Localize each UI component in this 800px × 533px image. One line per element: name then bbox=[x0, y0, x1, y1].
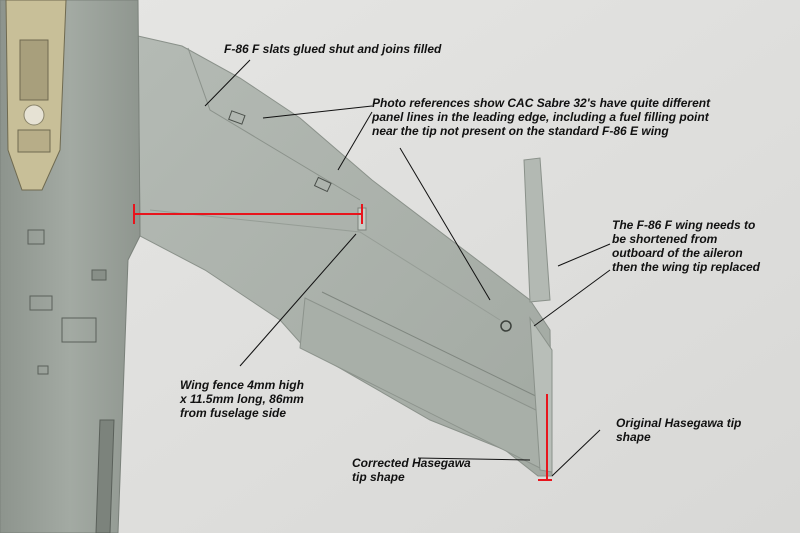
aileron-line bbox=[321, 291, 549, 403]
access-hatch-2 bbox=[29, 295, 53, 311]
access-hatch-3 bbox=[61, 317, 97, 343]
note-corrected-tip: Corrected Hasegawa tip shape bbox=[352, 456, 471, 484]
panel-line bbox=[149, 209, 501, 321]
measurement-marks bbox=[133, 204, 552, 481]
note-slats: F-86 F slats glued shut and joins filled bbox=[224, 42, 442, 56]
fuel-access-panel bbox=[228, 110, 246, 125]
leader-panels-3 bbox=[399, 147, 491, 301]
removed-wing-tip-piece bbox=[523, 157, 551, 303]
fuel-filler-point bbox=[500, 320, 512, 332]
leader-slats bbox=[204, 59, 251, 107]
vent-grille bbox=[91, 269, 107, 281]
cockpit-detail bbox=[19, 39, 49, 101]
leader-shorten-1 bbox=[557, 243, 611, 267]
wheel-well bbox=[95, 419, 115, 533]
slat-join-line bbox=[187, 47, 361, 201]
leader-lines bbox=[204, 59, 611, 477]
leader-shorten-2 bbox=[533, 269, 611, 327]
note-shorten-wing: The F-86 F wing needs to be shortened fr… bbox=[612, 218, 761, 274]
note-photo-references: Photo references show CAC Sabre 32's hav… bbox=[372, 96, 711, 138]
wing bbox=[137, 35, 553, 477]
note-wing-fence: Wing fence 4mm high x 11.5mm long, 86mm … bbox=[180, 378, 304, 420]
instrument-panel bbox=[17, 129, 51, 153]
leader-panels-1 bbox=[262, 105, 373, 119]
seat-cushion bbox=[23, 104, 45, 126]
wing-upper-surface bbox=[137, 35, 553, 477]
access-hatch-1 bbox=[27, 229, 45, 245]
access-panel bbox=[313, 176, 332, 193]
leader-corrected-tip bbox=[417, 457, 531, 461]
note-original-tip: Original Hasegawa tip shape bbox=[616, 416, 742, 444]
access-hatch-4 bbox=[37, 365, 49, 375]
fuselage bbox=[0, 0, 141, 533]
leader-panels-2 bbox=[337, 111, 373, 171]
leader-fence bbox=[239, 233, 357, 367]
leader-original-tip bbox=[551, 429, 601, 477]
